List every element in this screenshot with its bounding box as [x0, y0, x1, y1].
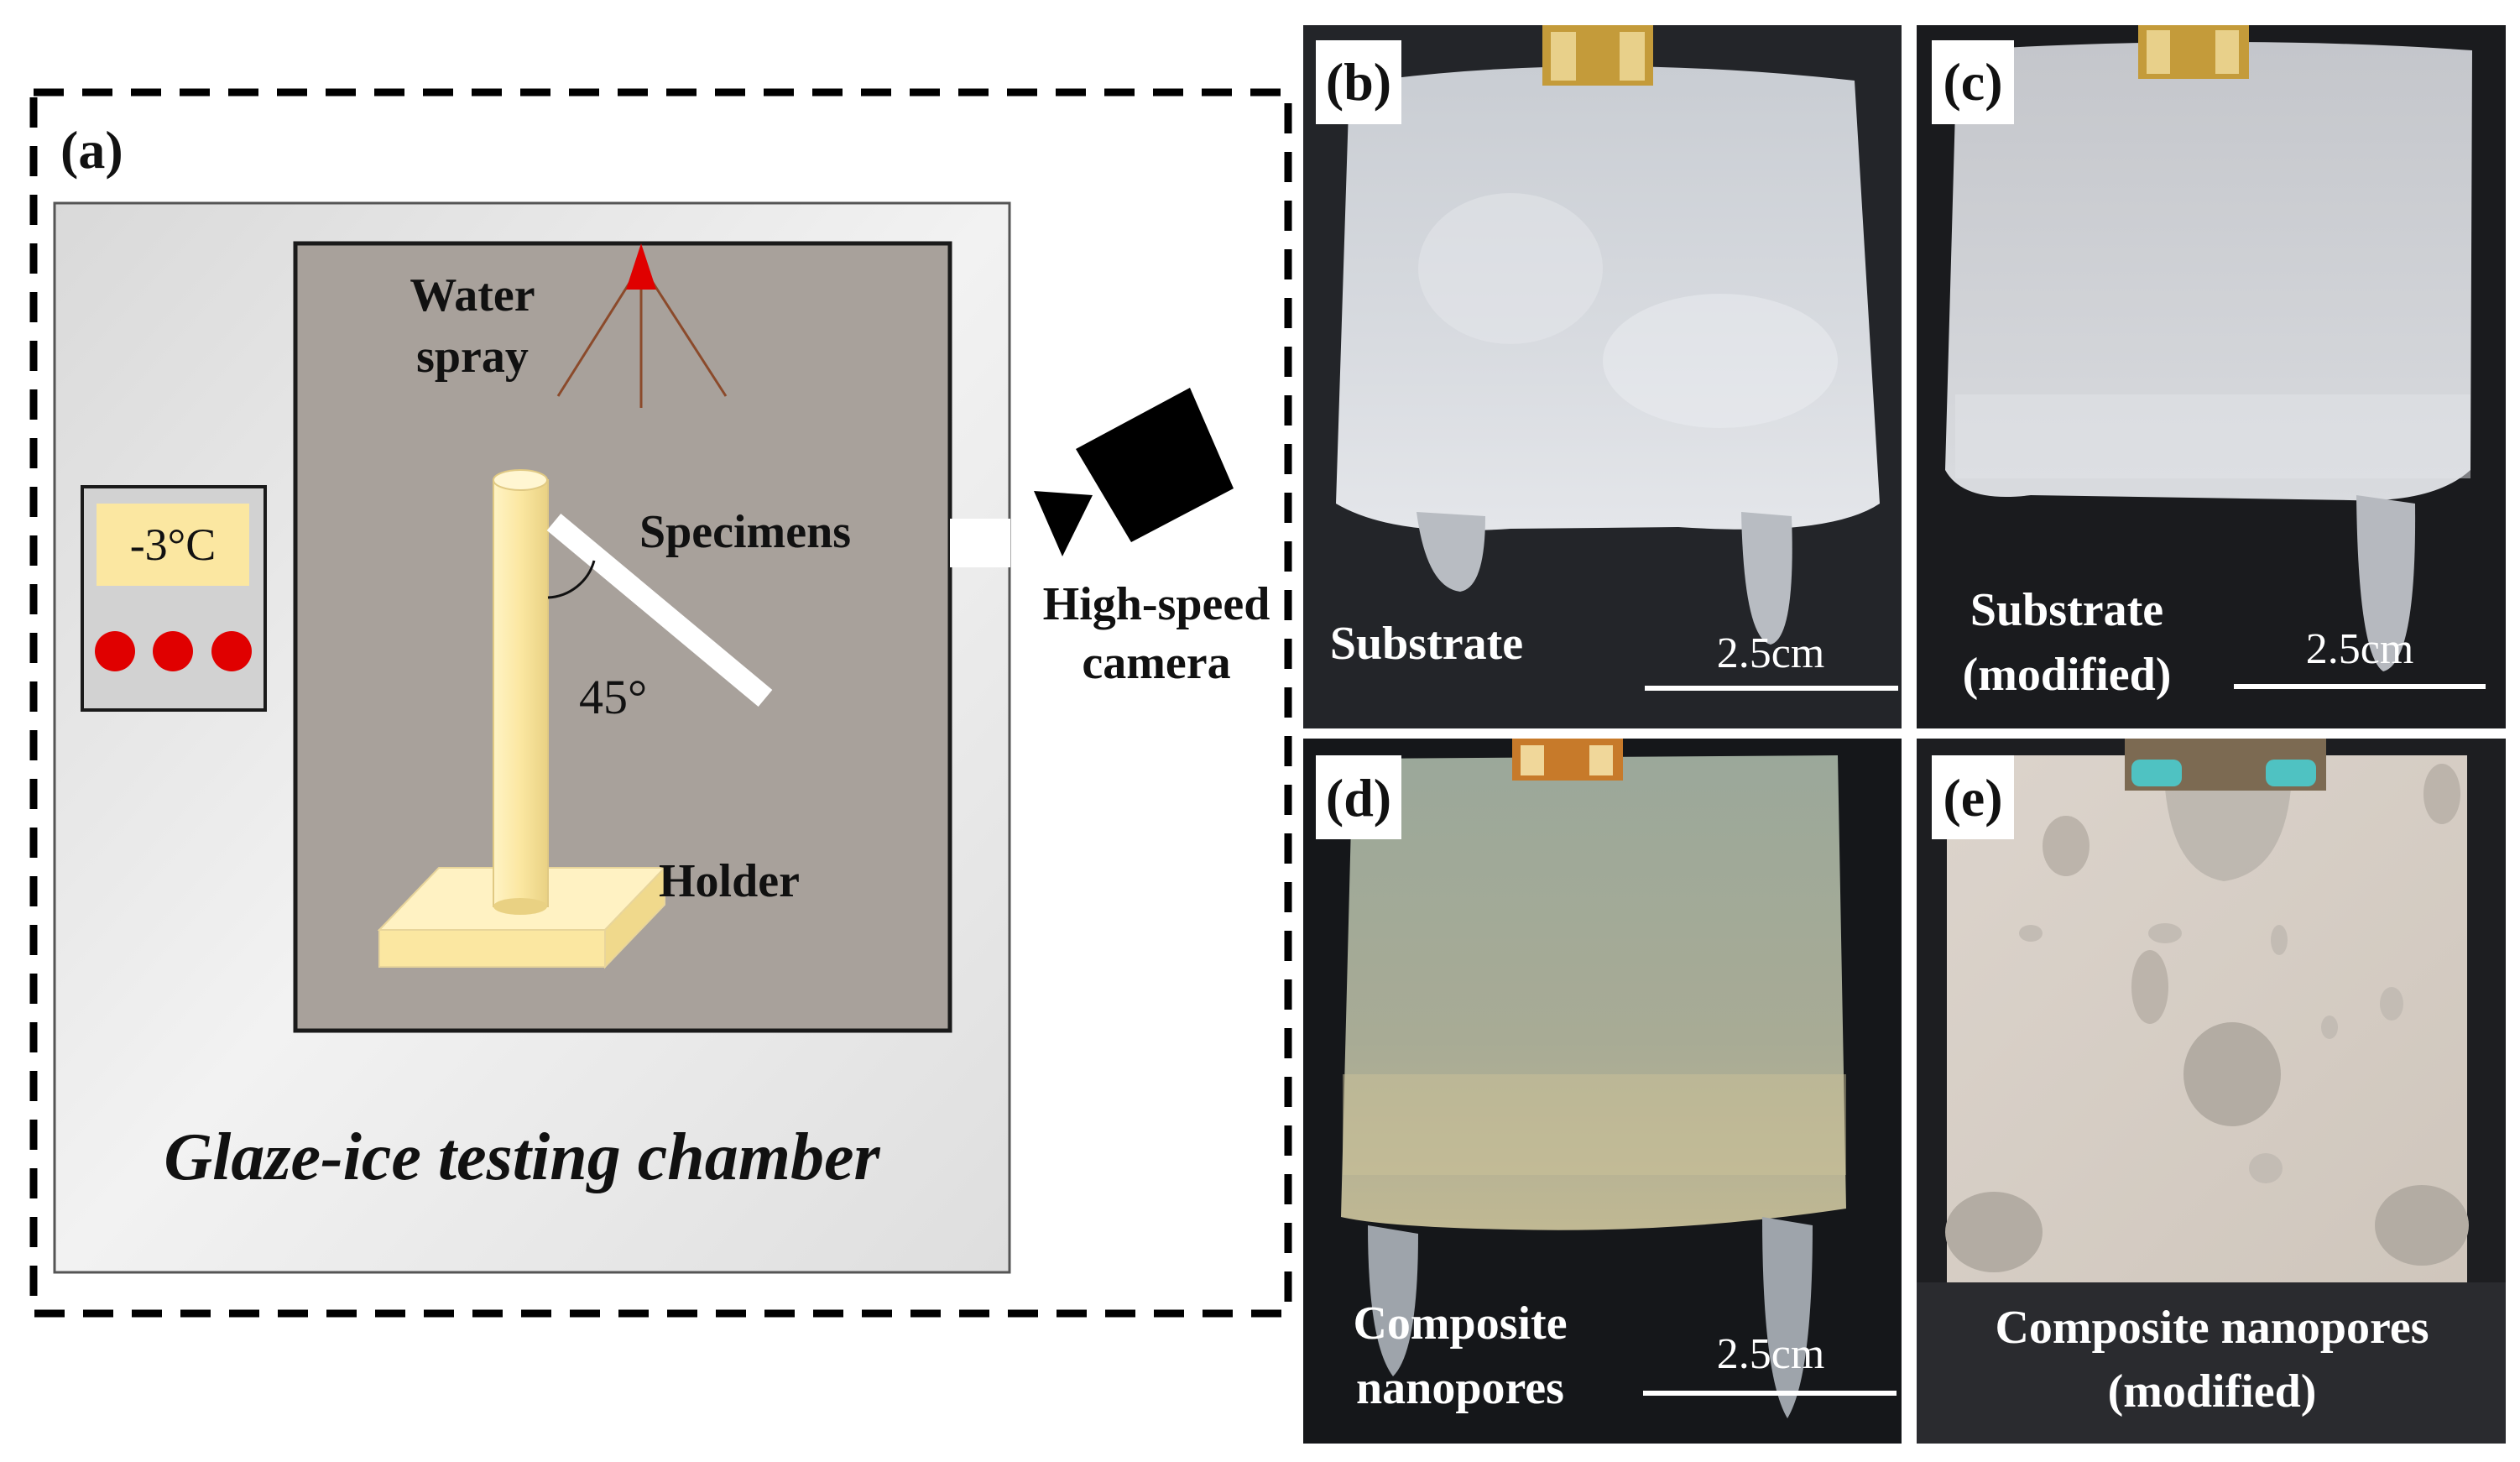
camera-label-1: High-speed [1043, 578, 1270, 630]
nozzle-triangle-icon [626, 243, 656, 290]
photo-c-caption-2: (modified) [1963, 649, 2172, 701]
photo-e: (e) Composite nanopores (modified) [1917, 739, 2506, 1444]
icicle [1368, 1225, 1418, 1376]
temperature-readout: -3°C [130, 520, 217, 570]
angle-arc [547, 560, 596, 599]
ice-drop [1945, 1192, 2043, 1272]
holder-label: Holder [659, 855, 800, 907]
holder-base [377, 865, 667, 969]
indicator-light-2 [153, 631, 193, 671]
ice-drop [2043, 816, 2090, 876]
icicle [1762, 1217, 1813, 1418]
high-speed-camera-icon [1034, 388, 1234, 556]
ice-drop [2423, 764, 2460, 824]
ice-drop [2148, 923, 2182, 943]
photo-e-caption-1: Composite nanopores [1995, 1302, 2429, 1354]
ice-drop [2380, 987, 2403, 1021]
coated-plate [1341, 755, 1846, 1230]
icicle [1741, 512, 1792, 645]
photo-d-scale-label: 2.5cm [1717, 1330, 1825, 1378]
panel-a: (a) -3°C Water spray [29, 88, 1292, 1318]
photo-e-label: (e) [1943, 768, 2002, 828]
photo-d-label: (d) [1326, 768, 1391, 828]
specimen-plate [546, 514, 773, 707]
water-spray-label-1: Water [410, 269, 535, 321]
camera-label-2: camera [1082, 637, 1230, 689]
dashed-frame [29, 88, 1292, 1318]
temperature-controller: -3°C [81, 485, 267, 712]
photo-b: (b) Substrate 2.5cm [1303, 25, 1902, 728]
photo-b-caption: Substrate [1330, 618, 1523, 670]
icicle [1417, 512, 1485, 592]
water-spray-nozzle [556, 243, 728, 408]
photo-c-scale-label: 2.5cm [2306, 625, 2414, 673]
photo-d-caption-2: nanopores [1356, 1362, 1564, 1414]
ice-drop [2183, 1022, 2281, 1126]
ice-drop [2019, 925, 2043, 942]
photo-b-scale-label: 2.5cm [1717, 629, 1825, 677]
chamber-title: Glaze-ice testing chamber [164, 1120, 880, 1194]
photo-b-label: (b) [1326, 52, 1391, 112]
photo-c: (c) Substrate (modified) 2.5cm [1917, 25, 2506, 728]
ice-drop [2131, 950, 2168, 1024]
viewing-window [950, 519, 1010, 567]
indicator-light-1 [95, 631, 135, 671]
panel-a-label: (a) [60, 120, 123, 180]
iced-plate [1945, 42, 2472, 501]
ice-drop [2249, 1153, 2283, 1183]
specimens-label: Specimens [639, 506, 851, 558]
photo-d: (d) Composite nanopores 2.5cm [1303, 739, 1902, 1444]
holder-post [493, 469, 549, 915]
water-spray-label-2: spray [416, 331, 529, 383]
icicle [2356, 495, 2416, 671]
ice-drop [2375, 1185, 2469, 1266]
iced-plate [1336, 65, 1880, 530]
photo-d-caption-1: Composite [1353, 1298, 1567, 1350]
photo-c-caption-1: Substrate [1970, 584, 2163, 636]
temperature-display [97, 504, 249, 586]
indicator-light-3 [211, 631, 252, 671]
ice-drop [2165, 789, 2291, 881]
angle-label: 45° [579, 670, 647, 724]
ice-drop [2271, 925, 2288, 955]
photo-e-caption-2: (modified) [2108, 1365, 2317, 1418]
photo-c-label: (c) [1943, 52, 2002, 112]
ice-drop [2321, 1016, 2338, 1039]
